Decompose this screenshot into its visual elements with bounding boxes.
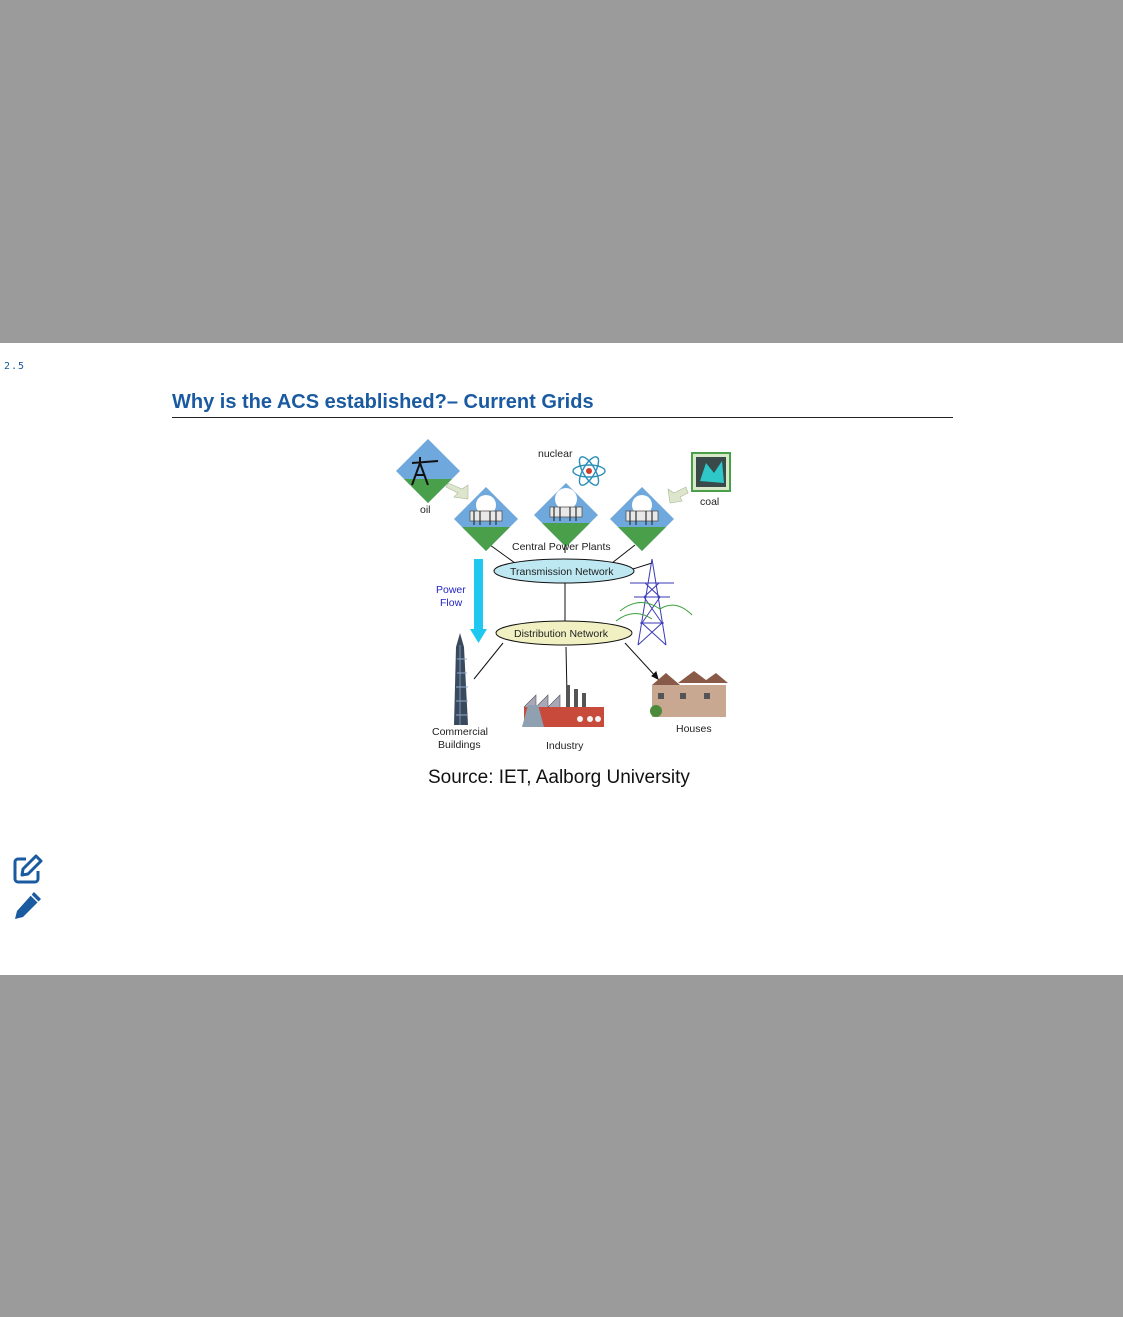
coal-arrow (667, 486, 689, 504)
transmission-network-label: Transmission Network (510, 566, 614, 578)
power-flow-label-1: Power (436, 584, 466, 596)
distribution-network-label: Distribution Network (514, 628, 609, 640)
edit-note-icon[interactable] (12, 853, 44, 885)
pencil-icon[interactable] (12, 889, 44, 921)
power-flow-arrow (470, 559, 487, 643)
industry-label: Industry (546, 740, 584, 752)
transmission-network-node (493, 558, 635, 584)
power-grid-diagram: oil nuclear coal (396, 439, 731, 752)
distribution-network-node (495, 620, 633, 646)
houses-icon (650, 671, 728, 717)
power-plant-2-icon (534, 483, 598, 547)
oil-arrow (445, 482, 469, 500)
pylon-icon (615, 558, 693, 646)
central-power-plants-label: Central Power Plants (512, 541, 611, 553)
power-plant-1-icon (454, 487, 518, 551)
skyscraper-icon (454, 633, 468, 725)
slide-title: Why is the ACS established?– Current Gri… (172, 391, 594, 413)
nuclear-label: nuclear (538, 448, 573, 460)
commercial-label-2: Buildings (438, 739, 481, 751)
slide-number: 2.5 (4, 361, 26, 372)
houses-label: Houses (676, 723, 712, 735)
power-plant-3-icon (610, 487, 674, 551)
atom-icon (572, 456, 606, 486)
oil-source-icon (396, 439, 460, 503)
coal-source-icon (691, 452, 731, 492)
connector-lines (473, 544, 659, 696)
source-caption: Source: IET, Aalborg University (428, 767, 690, 788)
title-divider (172, 417, 953, 418)
coal-label: coal (700, 496, 719, 508)
slide-panel: 2.5 Why is the ACS established?– Current… (0, 343, 1123, 975)
factory-icon (522, 685, 604, 727)
power-flow-label-2: Flow (440, 597, 463, 609)
commercial-label-1: Commercial (432, 726, 488, 738)
oil-label: oil (420, 504, 431, 516)
